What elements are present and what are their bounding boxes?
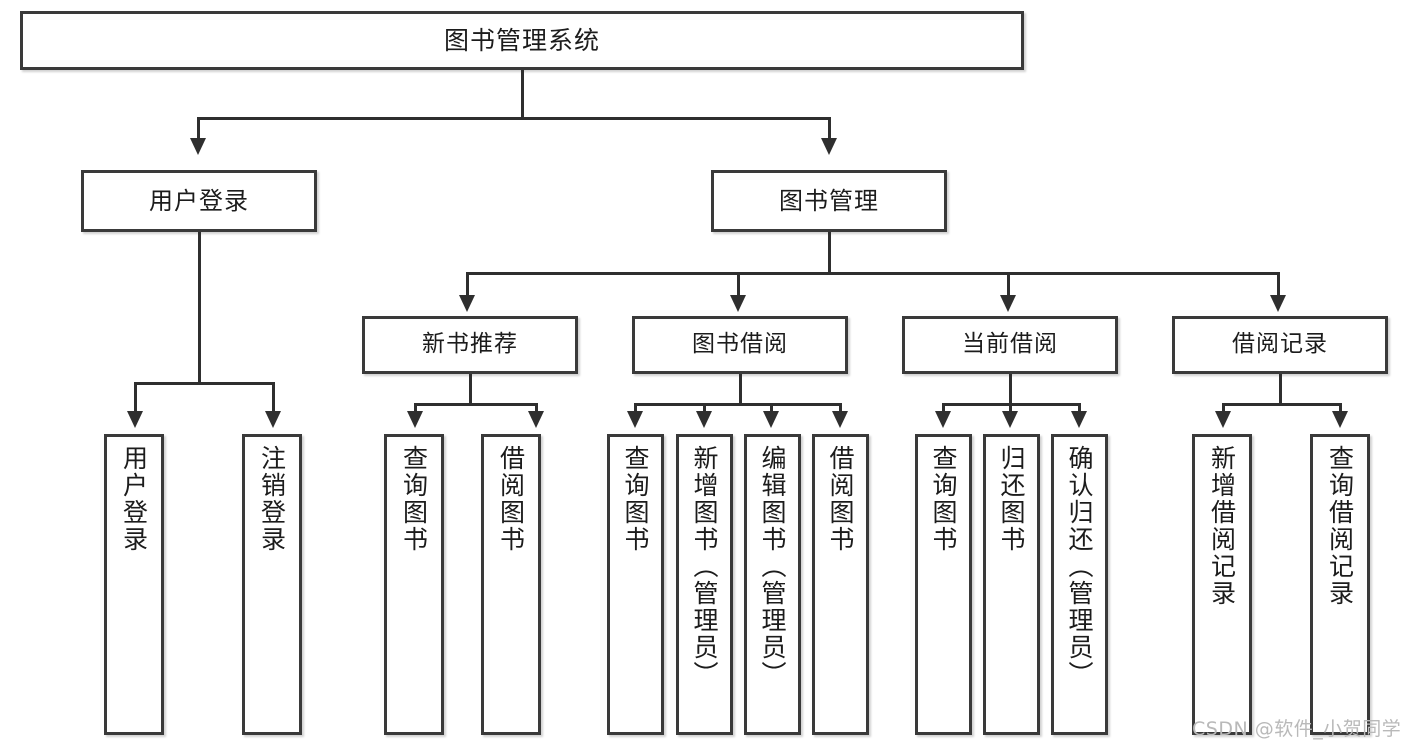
connector-current-borrow-stem [1009, 374, 1012, 403]
leaf-borrow-record-0[interactable]: 新增借阅记录 [1192, 434, 1252, 735]
connector-user-login-to-leaf-1 [272, 382, 275, 415]
node-label: 借阅图书 [826, 445, 855, 553]
connector-new-book-stem [469, 374, 472, 403]
leaf-book-borrow-1[interactable]: 新增图书（管理员） [676, 434, 733, 735]
node-label: 归还图书 [997, 445, 1026, 553]
connector-user-login-bar [134, 382, 275, 385]
node-label: 图书借阅 [692, 331, 788, 358]
connector-borrow-record-stem [1279, 374, 1282, 403]
node-borrow-record[interactable]: 借阅记录 [1172, 316, 1388, 374]
leaf-user-login-0[interactable]: 用户登录 [104, 434, 164, 735]
node-label: 当前借阅 [962, 331, 1058, 358]
leaf-current-borrow-1[interactable]: 归还图书 [983, 434, 1040, 735]
node-label: 新书推荐 [422, 331, 518, 358]
arrow-book-borrow-to-leaf-0 [627, 411, 643, 428]
leaf-current-borrow-2[interactable]: 确认归还（管理员） [1051, 434, 1108, 735]
arrow-book-borrow-to-leaf-1 [696, 411, 712, 428]
connector-current-borrow-to-leaf-0 [942, 403, 945, 415]
node-current-borrow[interactable]: 当前借阅 [902, 316, 1118, 374]
connector-book-mgmt-to-current-borrow [1007, 272, 1010, 300]
arrow-book-borrow-to-leaf-2 [763, 411, 779, 428]
node-label: 查询借阅记录 [1325, 445, 1355, 607]
node-label: 新增借阅记录 [1207, 445, 1237, 607]
connector-book-borrow-to-leaf-3 [839, 403, 842, 415]
arrow-new-book-to-leaf-0 [407, 411, 423, 428]
connector-book-borrow-bar [634, 403, 842, 406]
connector-new-book-bar [414, 403, 538, 406]
node-label: 借阅图书 [496, 445, 526, 553]
node-label: 确认归还（管理员） [1065, 445, 1094, 688]
connector-book-borrow-to-leaf-2 [770, 403, 773, 415]
connector-book-mgmt-to-book-borrow [737, 272, 740, 300]
leaf-user-login-1[interactable]: 注销登录 [242, 434, 302, 735]
arrow-book-borrow-to-leaf-3 [832, 411, 848, 428]
node-label: 图书管理 [779, 186, 879, 215]
connector-root-to-user-login [197, 117, 200, 143]
connector-new-book-to-leaf-1 [535, 403, 538, 415]
leaf-book-borrow-3[interactable]: 借阅图书 [812, 434, 869, 735]
arrow-current-borrow-to-leaf-1 [1002, 411, 1018, 428]
node-book-borrow[interactable]: 图书借阅 [632, 316, 848, 374]
arrow-user-login-to-leaf-0 [127, 411, 143, 428]
connector-book-borrow-to-leaf-1 [703, 403, 706, 415]
connector-book-mgmt-bar [466, 272, 1280, 275]
arrow-book-mgmt-to-new-book [459, 295, 475, 312]
node-new-book-recommend[interactable]: 新书推荐 [362, 316, 578, 374]
arrow-book-mgmt-to-book-borrow [730, 295, 746, 312]
node-label: 借阅记录 [1232, 331, 1328, 358]
leaf-current-borrow-0[interactable]: 查询图书 [915, 434, 972, 735]
arrow-borrow-record-to-leaf-0 [1215, 411, 1231, 428]
leaf-new-book-1[interactable]: 借阅图书 [481, 434, 541, 735]
arrow-borrow-record-to-leaf-1 [1332, 411, 1348, 428]
arrow-current-borrow-to-leaf-0 [935, 411, 951, 428]
node-user-login[interactable]: 用户登录 [81, 170, 317, 232]
leaf-new-book-0[interactable]: 查询图书 [384, 434, 444, 735]
node-label: 图书管理系统 [443, 25, 600, 55]
node-label: 编辑图书（管理员） [758, 445, 787, 688]
node-label: 新增图书（管理员） [690, 445, 719, 688]
connector-book-mgmt-to-borrow-record [1277, 272, 1280, 300]
arrow-root-to-user-login [190, 138, 206, 155]
connector-user-login-stem [198, 232, 201, 382]
connector-new-book-to-leaf-0 [414, 403, 417, 415]
node-label: 用户登录 [149, 186, 249, 215]
connector-current-borrow-to-leaf-1 [1009, 403, 1012, 415]
connector-book-mgmt-to-new-book [466, 272, 469, 300]
connector-book-borrow-stem [739, 374, 742, 403]
connector-root-stem [521, 70, 524, 117]
leaf-borrow-record-1[interactable]: 查询借阅记录 [1310, 434, 1370, 735]
node-label: 用户登录 [119, 445, 149, 553]
connector-book-mgmt-stem [828, 232, 831, 272]
node-root-system[interactable]: 图书管理系统 [20, 11, 1024, 70]
node-label: 查询图书 [929, 445, 958, 553]
arrow-current-borrow-to-leaf-2 [1071, 411, 1087, 428]
arrow-book-mgmt-to-current-borrow [1000, 295, 1016, 312]
connector-book-borrow-to-leaf-0 [634, 403, 637, 415]
node-book-management[interactable]: 图书管理 [711, 170, 947, 232]
leaf-book-borrow-2[interactable]: 编辑图书（管理员） [744, 434, 801, 735]
node-label: 注销登录 [257, 445, 287, 553]
node-label: 查询图书 [621, 445, 650, 553]
arrow-book-mgmt-to-borrow-record [1270, 295, 1286, 312]
arrow-root-to-book-mgmt [821, 138, 837, 155]
connector-borrow-record-bar [1222, 403, 1342, 406]
connector-root-to-book-mgmt [828, 117, 831, 143]
connector-borrow-record-to-leaf-0 [1222, 403, 1225, 415]
connector-borrow-record-to-leaf-1 [1339, 403, 1342, 415]
leaf-book-borrow-0[interactable]: 查询图书 [607, 434, 664, 735]
node-label: 查询图书 [399, 445, 429, 553]
connector-user-login-to-leaf-0 [134, 382, 137, 415]
arrow-user-login-to-leaf-1 [265, 411, 281, 428]
connector-root-bar [197, 117, 831, 120]
connector-current-borrow-to-leaf-2 [1078, 403, 1081, 415]
arrow-new-book-to-leaf-1 [528, 411, 544, 428]
